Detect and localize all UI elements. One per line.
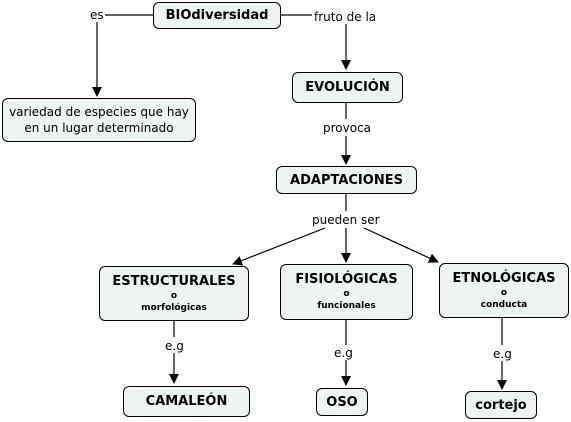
node-estructurales-connector: o [170,290,178,301]
node-fisiologicas-connector: o [343,289,350,299]
link-label-es: es [89,8,105,22]
node-etnologicas-connector: o [500,287,508,298]
node-cortejo: cortejo [465,391,537,419]
node-cortejo-label: cortejo [475,397,527,413]
node-variedad-label: variedad de especies que hay en un lugar… [9,105,189,135]
link-label-eg-1: e.g [164,339,185,353]
node-etnologicas-subtitle: conducta [480,299,528,310]
node-oso-label: OSO [326,394,358,410]
edge-pueden-etnologicas [363,227,439,263]
node-estructurales-title: ESTRUCTURALES [112,273,236,289]
node-etnologicas: ETNOLÓGICAS o conducta [439,263,569,318]
node-biodiversidad-label: BIOdiversidad [165,8,269,23]
link-label-pueden-ser: pueden ser [311,213,381,227]
node-fisiologicas-title: FISIOLÓGICAS [295,272,398,287]
node-evolucion-label: EVOLUCIÓN [305,80,390,95]
node-oso: OSO [316,388,368,416]
node-etnologicas-title: ETNOLÓGICAS [452,270,556,286]
edge-pueden-estructurales [232,227,326,266]
node-camaleon: CAMALEÓN [123,386,250,417]
link-label-provoca: provoca [322,121,373,135]
node-camaleon-label: CAMALEÓN [145,394,228,409]
node-adaptaciones-label: ADAPTACIONES [290,172,403,188]
node-fisiologicas: FISIOLÓGICAS o funcionales [280,264,413,320]
node-biodiversidad: BIOdiversidad [153,2,281,29]
node-adaptaciones: ADAPTACIONES [276,166,417,194]
link-label-fruto: fruto de la [313,10,378,24]
link-label-eg-3: e.g [492,347,513,361]
link-label-eg-2: e.g [333,346,354,360]
node-estructurales: ESTRUCTURALES o morfológicas [99,266,249,321]
node-estructurales-subtitle: morfológicas [141,302,207,313]
node-evolucion: EVOLUCIÓN [292,72,403,103]
node-fisiologicas-subtitle: funcionales [317,301,376,311]
node-variedad: variedad de especies que hay en un lugar… [2,98,196,142]
